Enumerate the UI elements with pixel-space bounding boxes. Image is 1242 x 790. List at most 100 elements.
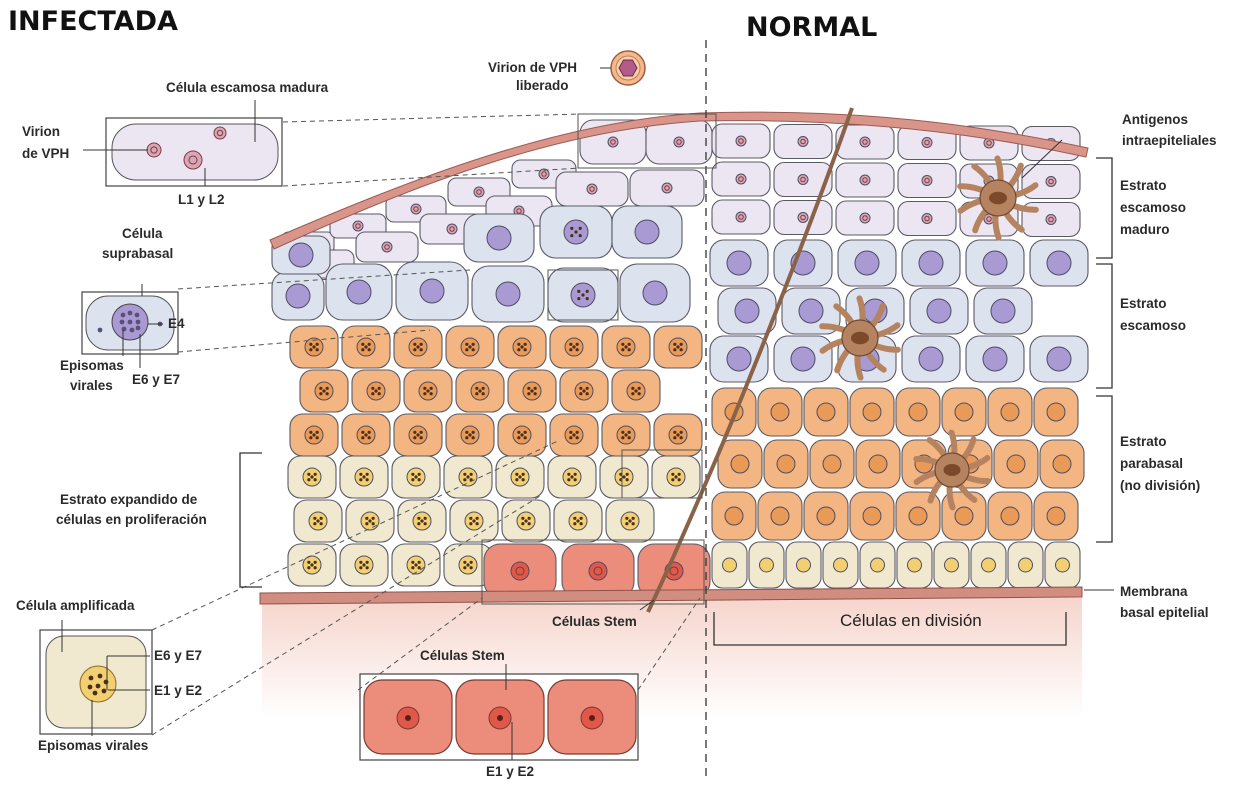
episome-dot — [631, 387, 634, 390]
episome-dot — [307, 478, 310, 481]
episome-dot — [522, 473, 525, 476]
episome-dot — [574, 478, 577, 481]
cell — [712, 162, 770, 196]
episome-dot — [468, 345, 471, 348]
amplified-cell-label: Célula amplificada — [16, 598, 135, 613]
episome-dot — [368, 436, 371, 439]
episome-dot — [482, 392, 485, 395]
episome-dot — [482, 387, 485, 390]
episome-dot — [621, 436, 624, 439]
cell — [1030, 336, 1088, 382]
cell — [340, 456, 388, 498]
episome-dot — [316, 431, 319, 434]
episome-dot — [418, 478, 421, 481]
episome-dot — [570, 475, 573, 478]
episome-dot — [120, 320, 125, 325]
cell — [971, 542, 1006, 588]
cell — [446, 326, 494, 368]
episome-dot — [322, 389, 325, 392]
virion-released-label-2: liberado — [516, 78, 569, 93]
cell — [1030, 240, 1088, 286]
episome-dot — [472, 343, 475, 346]
episome-dot — [576, 436, 579, 439]
cell — [710, 240, 768, 286]
episome-dot — [319, 387, 322, 390]
parabasal-stratum-label-2: parabasal — [1120, 456, 1183, 471]
episome-dot — [676, 345, 679, 348]
nucleus — [922, 138, 932, 148]
cell — [786, 542, 821, 588]
episome-dot — [413, 343, 416, 346]
episome-dot — [365, 522, 368, 525]
episome-dot — [102, 689, 107, 694]
cell — [446, 414, 494, 456]
episome-dot — [414, 475, 417, 478]
nucleus — [860, 213, 870, 223]
cell — [758, 492, 802, 540]
episome-dot — [680, 436, 683, 439]
mature-squamous-cell-label: Célula escamosa madura — [166, 80, 329, 95]
nucleus — [496, 282, 520, 306]
episome-dot — [361, 343, 364, 346]
intraepithelial-antigens-label-2: intraepiteliales — [1122, 133, 1217, 148]
cell — [548, 456, 596, 498]
episome-dot — [572, 433, 575, 436]
nucleus — [447, 224, 457, 234]
episome-dot — [310, 563, 313, 566]
episome-dot — [368, 348, 371, 351]
cell — [352, 370, 400, 412]
nucleus — [909, 507, 927, 525]
episome-dot — [520, 345, 523, 348]
episome-dot — [365, 517, 368, 520]
episome-dot — [423, 387, 426, 390]
episome-dot — [469, 522, 472, 525]
episome-dot — [586, 290, 589, 293]
cell — [556, 172, 628, 206]
episome-dot — [475, 392, 478, 395]
episome-dot — [313, 517, 316, 520]
episome-dot — [411, 566, 414, 569]
episome-dot — [361, 348, 364, 351]
episome-dot — [680, 343, 683, 346]
cell — [718, 288, 776, 334]
cell — [856, 440, 900, 488]
episome-dot — [359, 566, 362, 569]
episome-dot — [426, 389, 429, 392]
nucleus — [1046, 177, 1056, 187]
cell — [484, 544, 556, 598]
cell — [342, 414, 390, 456]
episome-dot — [472, 519, 475, 522]
cell — [898, 164, 956, 198]
nucleus — [771, 403, 789, 421]
nucleus — [863, 507, 881, 525]
cell — [342, 326, 390, 368]
cell — [620, 264, 690, 322]
episome-dot — [579, 387, 582, 390]
nucleus — [982, 558, 996, 572]
episome-dot — [576, 519, 579, 522]
cell — [1034, 492, 1078, 540]
episome-dot — [534, 392, 537, 395]
episome-dot — [472, 431, 475, 434]
episome-dot — [465, 431, 468, 434]
episome-dot — [420, 436, 423, 439]
episome-dot — [680, 431, 683, 434]
nucleus — [1019, 558, 1033, 572]
episome-dot — [98, 674, 103, 679]
episome-dot — [624, 345, 627, 348]
episome-dot — [517, 436, 520, 439]
nucleus — [1047, 251, 1071, 275]
cell — [774, 336, 832, 382]
nucleus — [736, 136, 746, 146]
cell — [774, 125, 832, 159]
nucleus — [727, 251, 751, 275]
cell — [810, 440, 854, 488]
episome-dot — [316, 519, 319, 522]
e6-e7-suprabasal-label: E6 y E7 — [132, 372, 180, 387]
episome-dot — [622, 475, 625, 478]
episome-dot — [368, 431, 371, 434]
nucleus — [927, 299, 951, 323]
nucleus — [1007, 455, 1025, 473]
nucleus — [863, 403, 881, 421]
